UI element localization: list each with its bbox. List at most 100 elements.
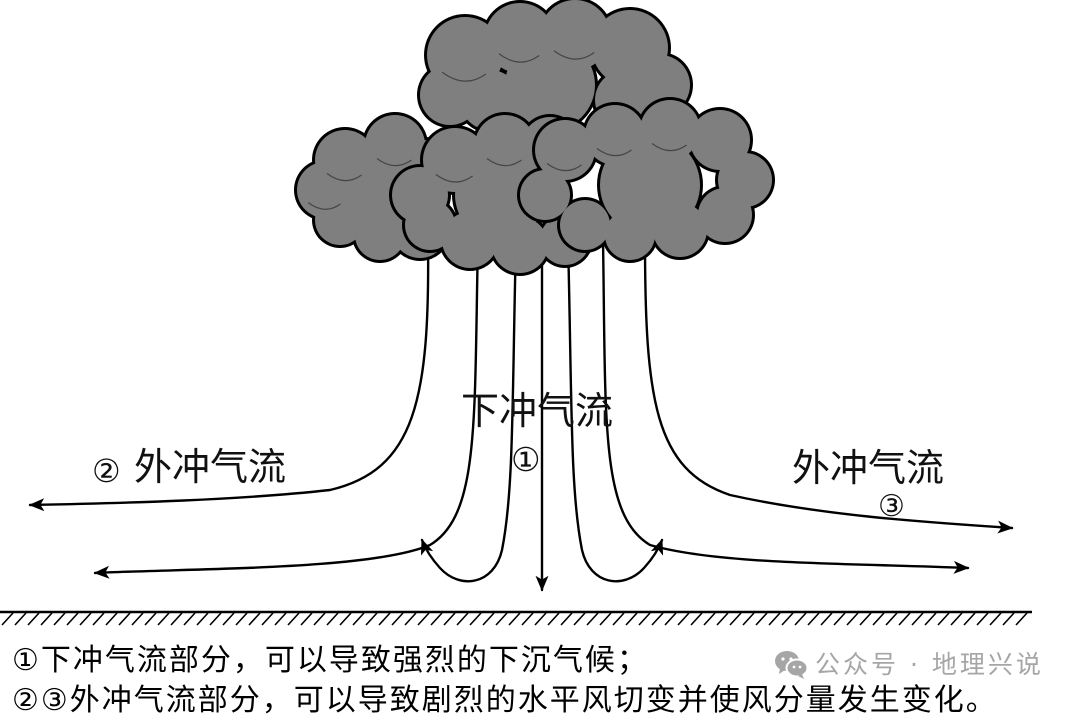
- hatch-mark: [937, 612, 950, 626]
- hatch-mark: [287, 612, 300, 626]
- hatch-mark: [378, 612, 391, 626]
- hatch-mark: [885, 612, 898, 626]
- hatch-mark: [690, 612, 703, 626]
- hatch-mark: [27, 612, 40, 626]
- hatch-mark: [40, 612, 53, 626]
- cloud-puff: [560, 200, 610, 250]
- hatch-mark: [950, 612, 963, 626]
- downdraft-number: ①: [511, 440, 541, 479]
- outflow-right-outer-arrow: [643, 238, 1014, 534]
- hatch-mark: [300, 612, 313, 626]
- hatch-mark: [573, 612, 586, 626]
- hatch-mark: [625, 612, 638, 626]
- hatch-mark: [781, 612, 794, 626]
- outflow-right-number: ③: [878, 489, 905, 524]
- cloud-puff: [505, 40, 595, 130]
- outflow-left-number: ②: [92, 452, 121, 490]
- cloud-contour: [486, 158, 522, 167]
- watermark-text: 公众号 · 地理兴说: [815, 650, 1044, 679]
- airflow-lines: [28, 233, 1014, 592]
- hatch-mark: [495, 612, 508, 626]
- cloud-contour: [307, 202, 341, 210]
- hatch-mark: [53, 612, 66, 626]
- cloud-contour: [441, 71, 487, 82]
- hatch-mark: [521, 612, 534, 626]
- hatch-mark: [66, 612, 79, 626]
- right-recirculation-arrow: [566, 238, 664, 583]
- cloud-contour: [435, 173, 473, 183]
- hatch-mark: [534, 612, 547, 626]
- hatch-mark: [1015, 612, 1028, 626]
- outflow-right-label: 外冲气流: [792, 446, 944, 490]
- cloud-puff: [698, 188, 752, 242]
- hatch-mark: [872, 612, 885, 626]
- cloud-puff: [535, 120, 595, 180]
- wechat-icon: [775, 651, 808, 679]
- hatch-mark: [144, 612, 157, 626]
- hatch-mark: [911, 612, 924, 626]
- hatch-mark: [586, 612, 599, 626]
- cloud-contour: [326, 173, 362, 182]
- hatch-mark: [430, 612, 443, 626]
- ground: [0, 610, 1032, 626]
- hatch-mark: [326, 612, 339, 626]
- outflow-right-inner-arrow: [601, 238, 970, 574]
- hatch-mark: [898, 612, 911, 626]
- hatch-mark: [755, 612, 768, 626]
- hatch-mark: [404, 612, 417, 626]
- hatch-mark: [859, 612, 872, 626]
- cloud-part-top: [417, 0, 693, 133]
- hatch-mark: [261, 612, 274, 626]
- hatch-mark: [222, 612, 235, 626]
- hatch-mark: [170, 612, 183, 626]
- hatch-mark: [391, 612, 404, 626]
- hatch-mark: [508, 612, 521, 626]
- hatch-mark: [547, 612, 560, 626]
- hatch-mark: [118, 612, 131, 626]
- cloud-contour: [546, 163, 582, 172]
- hatch-mark: [833, 612, 846, 626]
- hatch-mark: [209, 612, 222, 626]
- cloud-contour: [651, 143, 687, 152]
- hatch-mark: [612, 612, 625, 626]
- hatch-mark: [482, 612, 495, 626]
- hatch-mark: [846, 612, 859, 626]
- hatch-mark: [807, 612, 820, 626]
- hatch-mark: [352, 612, 365, 626]
- hatch-mark: [469, 612, 482, 626]
- downburst-diagram: 下冲气流 ① ② 外冲气流 外冲气流 ③: [0, 0, 1032, 626]
- hatch-mark: [716, 612, 729, 626]
- hatch-mark: [339, 612, 352, 626]
- cloud-puff: [455, 150, 545, 240]
- note-downdraft: ①下冲气流部分，可以导致强烈的下沉气候；: [12, 643, 649, 678]
- cloud-part-right: [517, 97, 775, 263]
- hatch-mark: [989, 612, 1002, 626]
- hatch-mark: [638, 612, 651, 626]
- hatch-mark: [183, 612, 196, 626]
- cloud-contour: [553, 50, 595, 60]
- hatch-mark: [794, 612, 807, 626]
- downdraft-label: 下冲气流: [461, 389, 613, 433]
- hatch-mark: [456, 612, 469, 626]
- ground-hatching: [1, 612, 1028, 626]
- hatch-mark: [443, 612, 456, 626]
- hatch-mark: [651, 612, 664, 626]
- outflow-left-label: 外冲气流: [134, 445, 286, 489]
- hatch-mark: [976, 612, 989, 626]
- hatch-mark: [196, 612, 209, 626]
- hatch-mark: [14, 612, 27, 626]
- outflow-left-inner-arrow: [93, 238, 480, 579]
- hatch-mark: [417, 612, 430, 626]
- cloud-contour: [376, 158, 412, 167]
- hatch-mark: [157, 612, 170, 626]
- hatch-mark: [963, 612, 976, 626]
- hatch-mark: [235, 612, 248, 626]
- hatch-mark: [92, 612, 105, 626]
- outflow-left-outer-arrow: [28, 238, 430, 512]
- cumulonimbus-cloud: [294, 0, 775, 276]
- hatch-mark: [729, 612, 742, 626]
- hatch-mark: [131, 612, 144, 626]
- cloud-contour: [498, 53, 540, 63]
- hatch-mark: [664, 612, 677, 626]
- note-outflow: ②③外冲气流部分，可以导致剧烈的水平风切变并使风分量发生变化。: [12, 683, 998, 718]
